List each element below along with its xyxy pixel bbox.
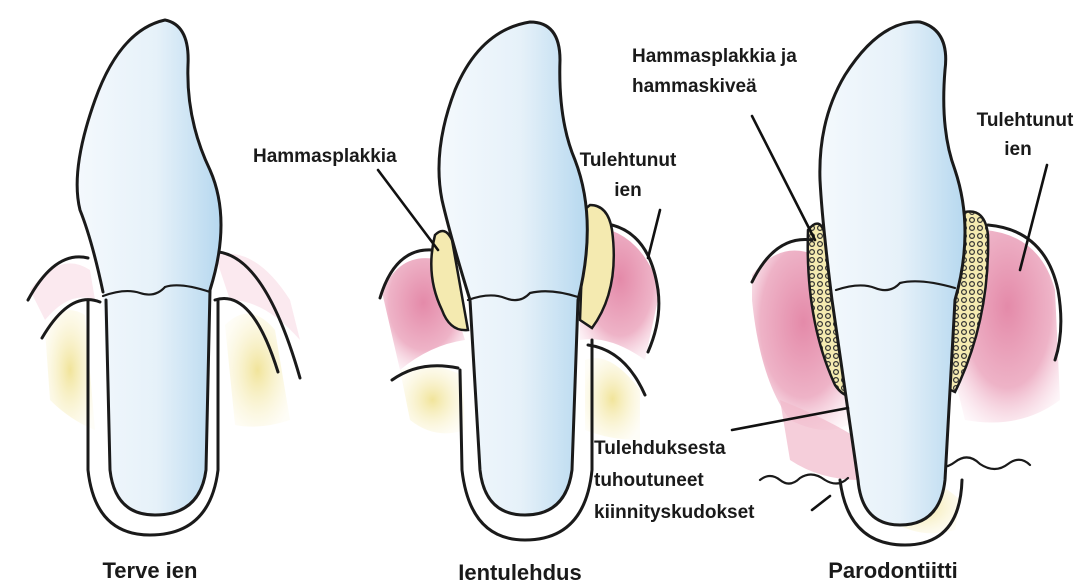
leader-plaque-tartar — [752, 116, 815, 240]
label-inflamed-gum-1b: ien — [614, 180, 641, 201]
bone-shading-right — [225, 314, 290, 427]
caption-gingivitis: Ientulehdus — [458, 560, 581, 585]
label-inflamed-gum-2a: Tulehtunut — [977, 110, 1074, 131]
label-plaque: Hammasplakkia — [253, 146, 397, 167]
bone-shading-left-2 — [400, 366, 465, 433]
panel-healthy — [28, 20, 300, 535]
panel-periodontitis — [752, 22, 1061, 545]
label-inflamed-gum-1a: Tulehtunut — [580, 150, 677, 171]
label-inflamed-gum-2b: ien — [1004, 139, 1031, 160]
leader-destroyed-2 — [812, 496, 830, 510]
caption-periodontitis: Parodontiitti — [828, 558, 958, 583]
panel-gingivitis — [380, 22, 660, 540]
label-destroyed-3: kiinnityskudokset — [594, 502, 755, 523]
label-plaque-tartar-1: Hammasplakkia ja — [632, 46, 797, 67]
leader-inflamed-gum-1 — [648, 210, 660, 258]
label-destroyed-1: Tulehduksesta — [594, 438, 726, 459]
label-plaque-tartar-2: hammaskiveä — [632, 76, 757, 97]
caption-healthy: Terve ien — [103, 558, 198, 583]
leader-plaque — [378, 170, 438, 250]
label-destroyed-2: tuhoutuneet — [594, 470, 704, 491]
